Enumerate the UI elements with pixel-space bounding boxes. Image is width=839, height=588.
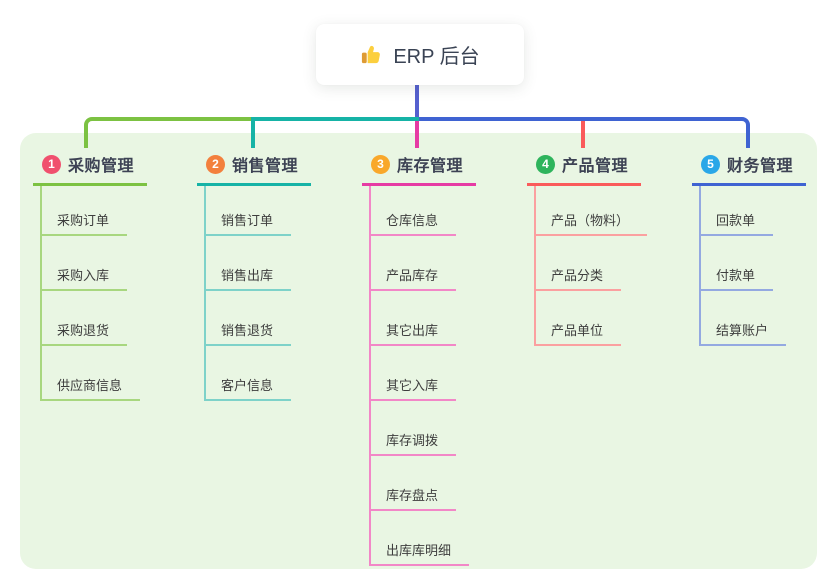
child-node[interactable]: 库存调拨 (369, 401, 457, 456)
thumbs-up-icon (360, 43, 383, 66)
branch-title-product[interactable]: 4 产品管理 (527, 149, 641, 186)
child-node[interactable]: 出库库明细 (369, 511, 470, 566)
child-node[interactable]: 结算账户 (699, 291, 787, 346)
branch-product: 4 产品管理 产品（物料） 产品分类 产品单位 (527, 149, 702, 346)
branch-number-badge: 5 (701, 154, 720, 174)
child-node[interactable]: 其它出库 (369, 291, 457, 346)
child-node[interactable]: 销售出库 (204, 236, 292, 291)
branch-children: 采购订单 采购入库 采购退货 供应商信息 (40, 186, 208, 401)
branch-title-purchase[interactable]: 1 采购管理 (33, 149, 147, 186)
child-node[interactable]: 采购退货 (40, 291, 128, 346)
branch-children: 回款单 付款单 结算账户 (699, 186, 839, 346)
branch-number-badge: 1 (42, 154, 61, 174)
root-node[interactable]: ERP 后台 (316, 24, 524, 85)
branch-children: 销售订单 销售出库 销售退货 客户信息 (204, 186, 372, 401)
child-node[interactable]: 产品分类 (534, 236, 622, 291)
branch-children: 仓库信息 产品库存 其它出库 其它入库 库存调拨 库存盘点 出库库明细 (369, 186, 537, 566)
child-node[interactable]: 付款单 (699, 236, 774, 291)
child-node[interactable]: 其它入库 (369, 346, 457, 401)
branch-title-sales[interactable]: 2 销售管理 (197, 149, 311, 186)
child-node[interactable]: 销售退货 (204, 291, 292, 346)
connector-branch5-elbow (419, 117, 750, 148)
mindmap-canvas-panel (20, 133, 817, 569)
connector-branch1-elbow (84, 117, 255, 148)
child-node[interactable]: 供应商信息 (40, 346, 141, 401)
child-node[interactable]: 产品单位 (534, 291, 622, 346)
connector-branch2-bar (255, 117, 419, 121)
branch-title-finance[interactable]: 5 财务管理 (692, 149, 806, 186)
branch-title-inventory[interactable]: 3 库存管理 (362, 149, 476, 186)
child-node[interactable]: 产品库存 (369, 236, 457, 291)
connector-branch2-drop (251, 117, 255, 148)
branch-sales: 2 销售管理 销售订单 销售出库 销售退货 客户信息 (197, 149, 372, 401)
branch-number-badge: 4 (536, 154, 555, 174)
child-node[interactable]: 回款单 (699, 186, 774, 236)
connector-branch4-drop (581, 121, 585, 148)
branch-label: 销售管理 (232, 158, 299, 175)
child-node[interactable]: 产品（物料） (534, 186, 648, 236)
child-node[interactable]: 客户信息 (204, 346, 292, 401)
child-node[interactable]: 采购订单 (40, 186, 128, 236)
child-node[interactable]: 采购入库 (40, 236, 128, 291)
child-node[interactable]: 销售订单 (204, 186, 292, 236)
branch-label: 库存管理 (397, 158, 464, 175)
child-node[interactable]: 仓库信息 (369, 186, 457, 236)
connector-root-stem (415, 85, 419, 117)
branch-number-badge: 2 (206, 154, 225, 174)
child-node[interactable]: 库存盘点 (369, 456, 457, 511)
branch-inventory: 3 库存管理 仓库信息 产品库存 其它出库 其它入库 库存调拨 库存盘点 出库库… (362, 149, 537, 566)
branch-number-badge: 3 (371, 154, 390, 174)
connector-branch3-drop (415, 121, 419, 148)
branch-children: 产品（物料） 产品分类 产品单位 (534, 186, 702, 346)
branch-label: 财务管理 (727, 158, 794, 175)
branch-purchase: 1 采购管理 采购订单 采购入库 采购退货 供应商信息 (33, 149, 208, 401)
branch-label: 产品管理 (562, 158, 629, 175)
root-title: ERP 后台 (393, 46, 480, 68)
branch-finance: 5 财务管理 回款单 付款单 结算账户 (692, 149, 839, 346)
branch-label: 采购管理 (68, 158, 135, 175)
